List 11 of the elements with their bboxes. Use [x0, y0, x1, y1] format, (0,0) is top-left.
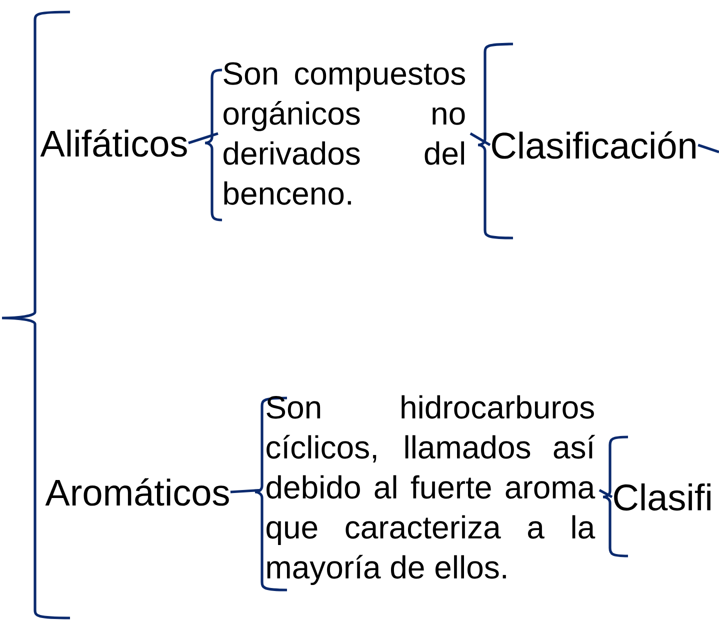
connector-line [470, 132, 491, 146]
concept-label: Aromáticos [45, 478, 229, 506]
connector-line [230, 488, 262, 494]
description-text: Son hidrocarburos cíclicos, llamados así debido al fuerte aroma que caracteriza a la mayoría de ellos. [266, 395, 596, 586]
description-text: Son compuestos orgánicos no derivados del benceno. [224, 62, 465, 205]
connector-line [598, 488, 613, 498]
concept-label: Alifáticos [40, 129, 187, 157]
concept-label: Clasifi [614, 483, 710, 511]
connector-line [698, 144, 719, 154]
connector-line [188, 132, 218, 144]
concept-label: Clasificación [492, 131, 696, 159]
